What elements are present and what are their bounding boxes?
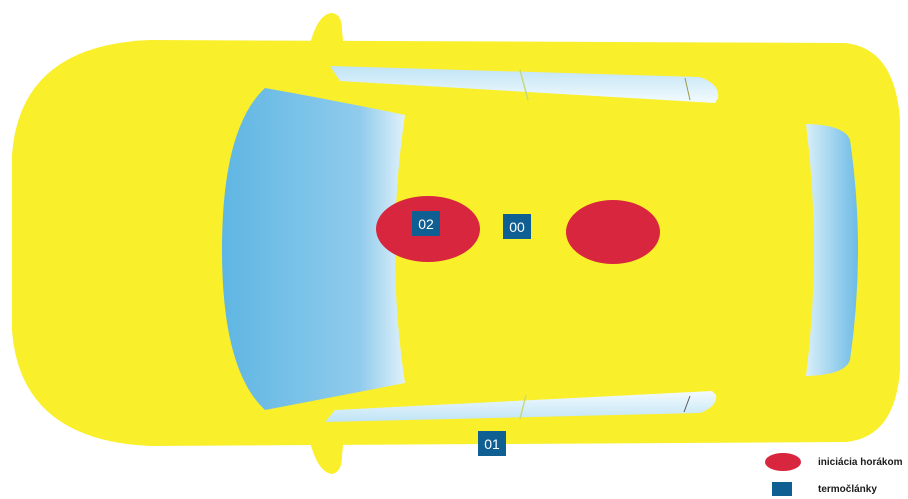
thermocouple-00: 00 <box>503 214 531 239</box>
side-window-bottom <box>325 391 717 422</box>
legend-thermocouple-swatch <box>772 482 792 496</box>
legend-thermocouple-label: termočlánky <box>818 484 877 495</box>
mirror-top <box>307 13 345 62</box>
legend-burner-label: iniciácia horákom <box>818 457 903 468</box>
thermocouple-label: 02 <box>418 216 434 232</box>
window-divider-bottom <box>519 394 527 420</box>
window-divider-top <box>519 69 529 101</box>
burner-rear-seat <box>566 200 660 264</box>
thermocouple-01: 01 <box>478 431 506 456</box>
thermocouple-02: 02 <box>412 211 440 236</box>
thermocouple-marker <box>412 211 440 236</box>
thermocouple-marker <box>503 214 531 239</box>
window-mark-top <box>684 77 691 101</box>
legend-burner-swatch <box>765 453 801 471</box>
thermocouple-label: 00 <box>509 219 525 235</box>
mirror-bottom <box>307 424 345 474</box>
legend: iniciácia horákom termočlánky <box>765 453 903 496</box>
windshield <box>222 88 405 410</box>
thermocouple-marker <box>478 431 506 456</box>
rear-window <box>806 124 858 376</box>
thermocouple-label: 01 <box>484 436 500 452</box>
window-mark-bottom <box>683 395 691 413</box>
